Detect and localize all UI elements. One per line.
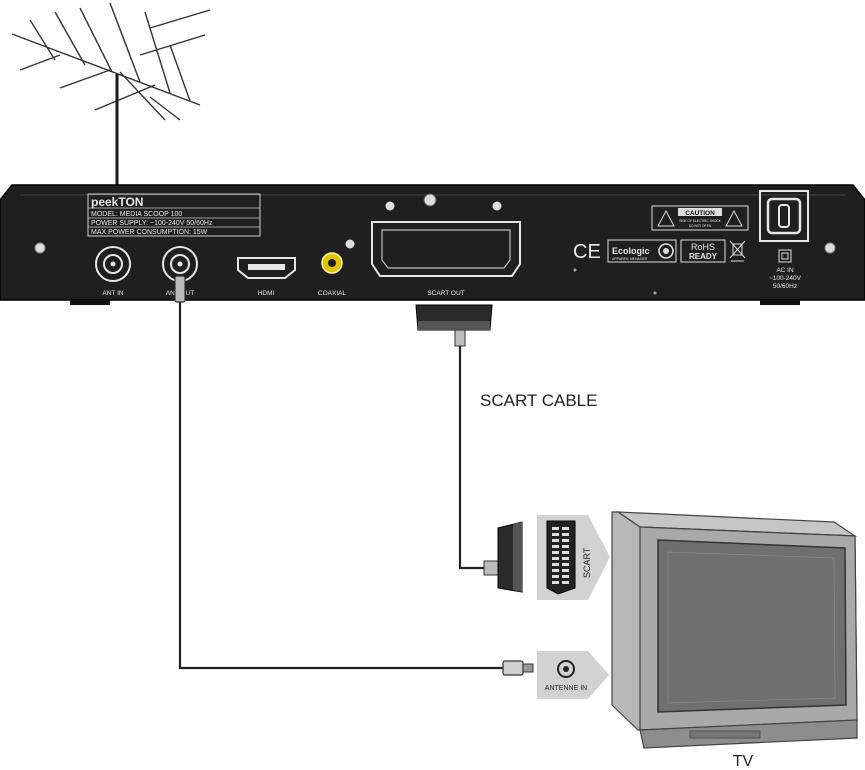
rf-cable — [174, 275, 534, 676]
scart-pin — [562, 563, 569, 566]
caution-sub-1: RISK OF ELECTRIC SHOCK — [679, 219, 721, 223]
ac-in-line-1: AC IN — [776, 267, 794, 274]
scart-out-label: SCART OUT — [427, 290, 464, 297]
hdmi-label: HDMI — [258, 290, 275, 297]
power-switch — [766, 197, 802, 235]
scart-pin — [552, 533, 559, 536]
weee-bin-icon — [729, 240, 746, 262]
scart-cable — [415, 304, 523, 593]
rohs-badge — [680, 239, 726, 263]
caution-label — [651, 205, 749, 231]
ac-in-line-2: ~100-240V — [769, 275, 802, 282]
brand-logo: peekTON — [91, 195, 143, 209]
antenna — [11, 2, 211, 121]
ce-mark: CE — [573, 241, 601, 263]
receiver-back-panel: peekTON MODEL: MEDIA SCOOP 100 POWER SUP… — [0, 184, 865, 305]
tv-illustration — [611, 511, 858, 749]
scart-pin — [552, 563, 559, 566]
power-switch-frame — [759, 190, 809, 242]
tv-control-panel — [689, 730, 761, 739]
scart-pin — [552, 575, 559, 578]
ecologic-badge — [607, 239, 677, 263]
antenne-in-socket-icon — [557, 660, 575, 678]
scart-pins — [552, 527, 569, 584]
scart-pin — [562, 533, 569, 536]
scart-pin — [552, 569, 559, 572]
screw-top-1 — [385, 201, 395, 211]
screw-top-2 — [492, 201, 502, 211]
scart-pin — [562, 551, 569, 554]
rohs-text: RoHS — [691, 242, 715, 252]
screw-left — [34, 242, 46, 254]
scart-pin — [552, 581, 559, 584]
scart-text: SCART — [582, 547, 592, 578]
hdmi-port — [237, 257, 296, 279]
screw-right — [824, 242, 836, 254]
ecologic-text: Ecologic — [612, 246, 650, 256]
scart-pin — [552, 545, 559, 548]
scart-pin — [552, 551, 559, 554]
caution-sub-2: DO NOT OPEN — [689, 224, 712, 228]
scart-pin — [552, 527, 559, 530]
ecologic-sub: APPAREIL MENAGER — [612, 257, 648, 261]
scart-socket — [546, 520, 576, 595]
scart-pin — [562, 539, 569, 542]
scart-pin — [562, 557, 569, 560]
spec-line-1: MODEL: MEDIA SCOOP 100 — [91, 211, 182, 218]
screw-mid — [345, 239, 355, 249]
rohs-ready-text: READY — [689, 252, 718, 261]
double-insulation-icon — [778, 249, 792, 263]
tv-screen — [657, 539, 847, 713]
antenne-in-text: ANTENNE IN — [545, 685, 587, 692]
spec-line-3: MAX POWER CONSUMPTION: 15W — [91, 229, 208, 236]
rf-plug — [502, 660, 524, 676]
screw-top-3 — [423, 193, 437, 207]
scart-pin — [562, 569, 569, 572]
antenne-in-tag: ANTENNE IN — [537, 651, 609, 699]
scart-pin — [562, 581, 569, 584]
ant-in-port — [95, 246, 131, 282]
scart-pin — [552, 557, 559, 560]
spec-line-2: POWER SUPPLY: ~100-240V 50/60Hz — [91, 220, 213, 227]
ecologic-icon — [658, 243, 674, 259]
warning-icon-right — [725, 209, 743, 227]
scart-out-port — [371, 221, 521, 277]
warning-icon-left — [657, 209, 675, 227]
scart-pin — [562, 575, 569, 578]
scart-pin — [552, 539, 559, 542]
spec-label-plate — [87, 193, 261, 237]
coaxial-label: COAXIAL — [318, 290, 347, 297]
ac-in-line-3: 50/60Hz — [773, 283, 797, 290]
ant-in-label: ANT IN — [102, 290, 123, 297]
caution-text: CAUTION — [685, 210, 715, 217]
scart-pin — [562, 545, 569, 548]
tv-label: TV — [733, 753, 754, 770]
scart-pin — [562, 527, 569, 530]
scart-cable-label: SCART CABLE — [480, 391, 597, 410]
scart-socket-tag: SCART — [537, 515, 610, 600]
